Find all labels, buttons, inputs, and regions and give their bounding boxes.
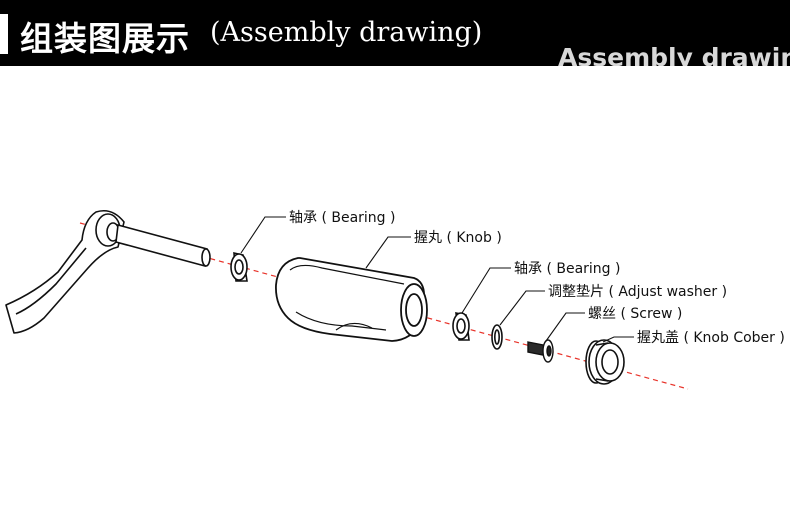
header-title-en: (Assembly drawing) — [210, 17, 483, 48]
label-bearing-2: 轴承 ( Bearing ) — [514, 261, 620, 277]
leader-adjust-washer — [499, 290, 545, 326]
adjust-washer — [491, 324, 503, 350]
knob-cover — [585, 339, 625, 385]
label-screw: 螺丝 ( Screw ) — [588, 306, 682, 322]
knob — [275, 257, 428, 342]
header-accent-bar — [0, 14, 8, 54]
leader-bearing-2 — [461, 267, 511, 314]
shaft — [115, 223, 211, 268]
bearing-1 — [230, 251, 248, 282]
leader-lines — [240, 216, 634, 343]
header-watermark: Assembly drawing — [558, 43, 790, 66]
label-knob: 握丸 ( Knob ) — [414, 230, 502, 246]
leader-bearing-1 — [240, 216, 286, 254]
leader-knob — [365, 236, 411, 269]
label-knob-cober: 握丸盖 ( Knob Cober ) — [637, 330, 785, 346]
bearing-2 — [452, 312, 470, 341]
leader-screw — [545, 312, 585, 342]
label-adjust-washer: 调整垫片 ( Adjust washer ) — [548, 284, 727, 300]
header-banner: 组装图展示 (Assembly drawing) Assembly drawin… — [0, 0, 790, 66]
screw — [527, 339, 554, 363]
crank-arm — [5, 209, 125, 334]
header-title-cn: 组装图展示 — [20, 19, 190, 58]
label-bearing-1: 轴承 ( Bearing ) — [289, 210, 395, 226]
leader-knob-cober — [602, 336, 634, 343]
